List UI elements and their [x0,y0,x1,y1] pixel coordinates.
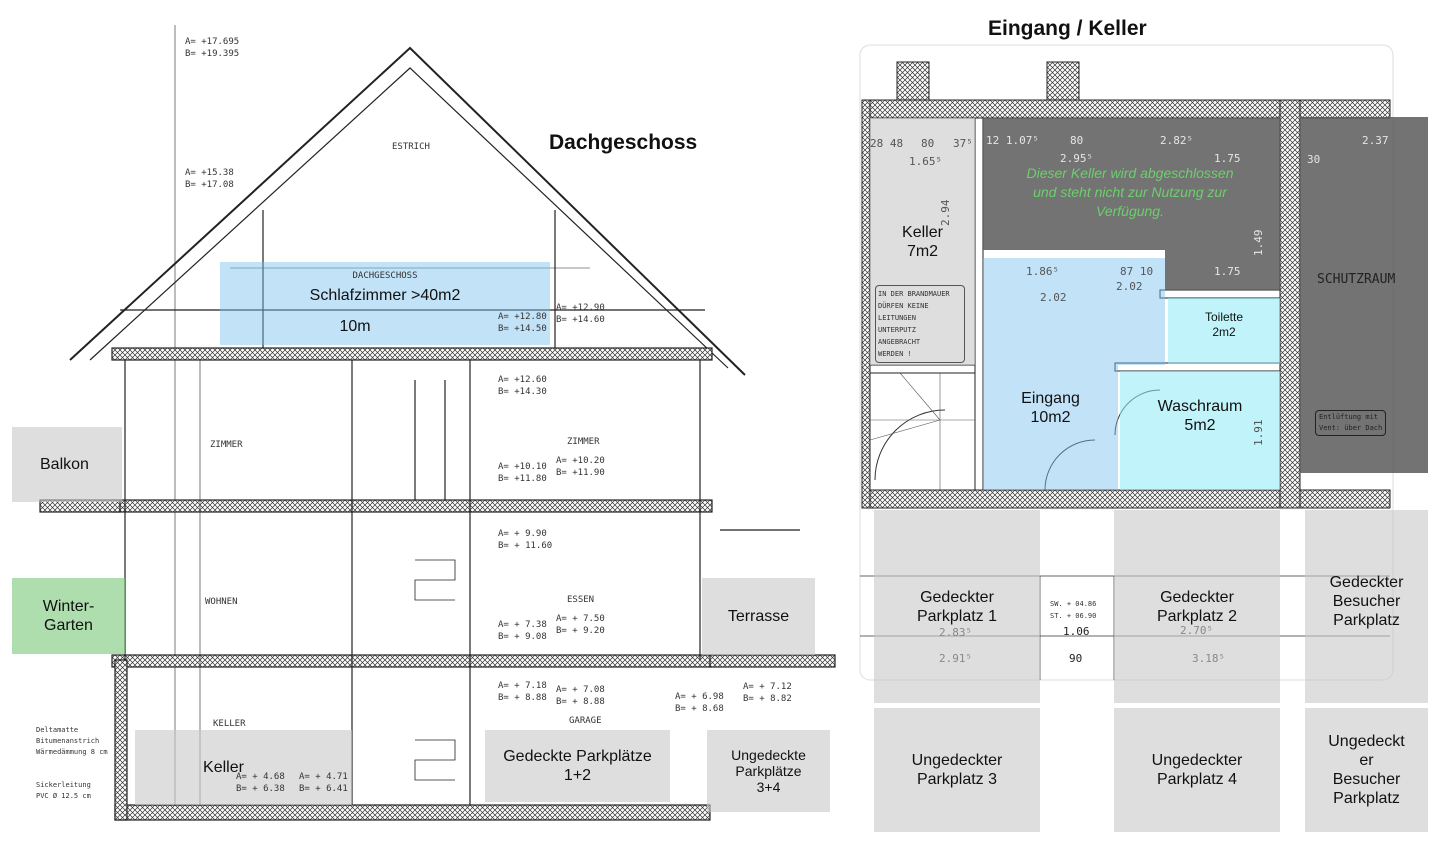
label-zimmer-left: ZIMMER [210,440,243,450]
dim-87-10: 87 10 [1120,265,1154,278]
dim-2-82: 2.82⁵ [1160,134,1194,147]
dim-2-94: 2.94 [939,199,952,227]
dim-1-06: 1.06 [1063,625,1090,638]
dim-80-left: 80 [921,137,935,150]
parking-visitor-covered: Gedeckter Besucher Parkplatz [1305,510,1428,703]
label-wohnen: WOHNEN [205,597,238,607]
dim-2-02-a: 2.02 [1040,291,1067,304]
parking-visitor-uncovered: Ungedeckt er Besucher Parkplatz [1305,708,1428,832]
dim-p1: 2.83⁵ [939,626,973,639]
dim-2-37: 2.37 [1362,134,1389,147]
keller-area: Keller [135,730,352,805]
dim-28-48: 28 48 [870,137,904,150]
label-zimmer-right: ZIMMER [567,437,600,447]
schutzraum [1300,117,1428,473]
locked-cellar-lower [1165,250,1280,290]
dim-1-91: 1.91 [1252,419,1265,447]
dim-1-75-mid: 1.75 [1214,265,1241,278]
schutzraum-label: SCHUTZRAUM [1317,272,1396,287]
plan-title: Eingang / Keller [988,17,1147,40]
parking-3: Ungedeckter Parkplatz 3 [874,708,1040,832]
bedroom-label: Schlafzimmer >40m2 [309,287,461,304]
dim-p1b: 2.91⁵ [939,652,973,665]
dim-30: 30 [1307,153,1321,166]
lueftung-note: Entlüftung mit Vent: über Dach [1315,410,1387,436]
dim-2-02-b: 2.02 [1116,280,1143,293]
dim-1-49: 1.49 [1252,229,1265,257]
wintergarten-area: Winter- Garten [12,578,125,654]
label-garage: GARAGE [569,716,602,726]
terrasse-area: Terrasse [702,578,815,655]
dim-1-86: 1.86⁵ [1026,265,1060,278]
uncovered-parking-area: Ungedeckte Parkplätze 3+4 [707,730,830,812]
label-dachgeschoss: DACHGESCHOSS [352,271,418,281]
plan-drawing [859,44,1394,681]
label-estrich: ESTRICH [392,142,430,152]
bedroom-area: DACHGESCHOSS Schlafzimmer >40m2 10m [220,262,550,345]
parking-2: Gedeckter Parkplatz 2 [1114,510,1280,703]
waschraum-room: Waschraum 5m2 [1120,371,1280,490]
covered-parking-area: Gedeckte Parkplätze 1+2 [485,730,670,802]
dim-1-75-top: 1.75 [1214,152,1241,165]
label-essen: ESSEN [567,595,595,605]
locked-cellar [983,118,1280,250]
parking-1: Gedeckter Parkplatz 1 [874,510,1040,703]
section-drawing [39,25,836,821]
section-title: Dachgeschoss [549,131,698,154]
dim-1-65: 1.65⁵ [909,155,943,168]
dim-90: 90 [1069,652,1083,665]
dim-p2: 2.70⁵ [1180,624,1214,637]
dim-2-95: 2.95⁵ [1060,152,1094,165]
locked-cellar-note: Dieser Keller wird abgeschlossen und ste… [1026,165,1234,219]
parking-4: Ungedeckter Parkplatz 4 [1114,708,1280,832]
dim-p2b: 3.18⁵ [1192,652,1226,665]
width-label: 10m [339,318,371,335]
toilette-room: Toilette 2m2 [1168,298,1280,364]
sw-note: SW. + 04.86 ST. + 06.90 [1050,600,1097,620]
eingang-room: Eingang 10m2 [983,365,1118,490]
entrance-upper [983,258,1165,365]
dim-12-1-07: 12 1.07⁵ [986,134,1039,147]
brandmauer-note: IN DER BRANDMAUER DÜRFEN KEINE LEITUNGEN… [875,285,965,363]
dim-37: 37⁵ [953,137,973,150]
dim-80-mid: 80 [1070,134,1084,147]
label-keller-drawing: KELLER [213,719,246,729]
keller-room: Keller 7m2 [870,118,975,365]
balkon-area: Balkon [12,427,122,502]
